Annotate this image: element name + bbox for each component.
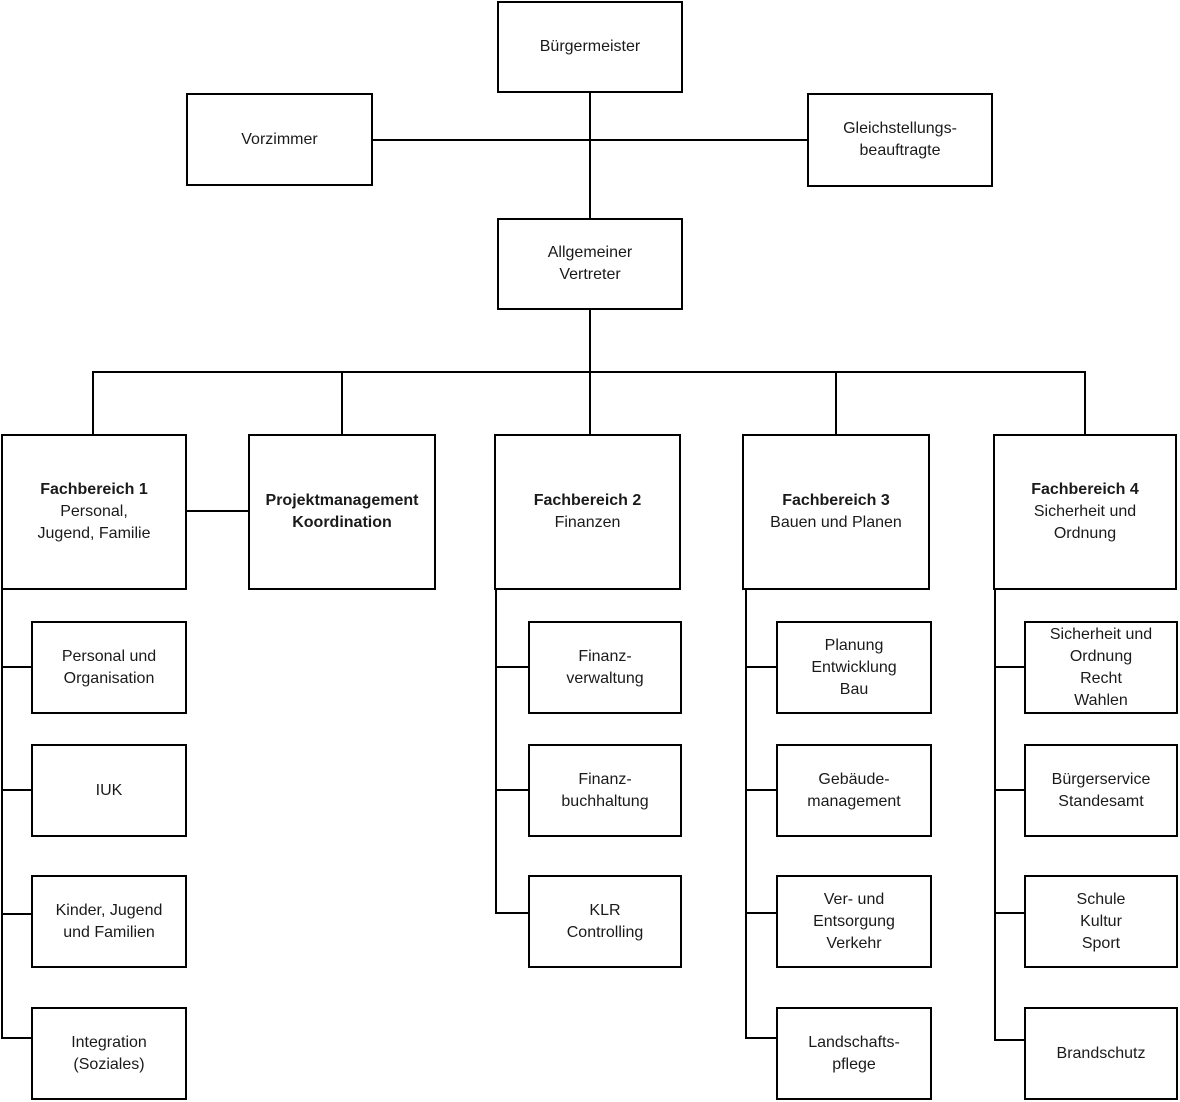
fachbereich-1-subtitle: Personal, Jugend, Familie xyxy=(37,503,151,542)
node-gleichstellungsbeauftragte: Gleichstellungs- beauftragte xyxy=(807,93,993,187)
node-gebaeudemanagement: Gebäude- management xyxy=(776,744,932,837)
node-buergermeister: Bürgermeister xyxy=(497,1,683,93)
node-brandschutz: Brandschutz xyxy=(1024,1007,1178,1100)
node-allgemeiner-vertreter: Allgemeiner Vertreter xyxy=(497,218,683,310)
node-integration-soziales: Integration (Soziales) xyxy=(31,1007,187,1100)
node-fachbereich-1: Fachbereich 1 Personal, Jugend, Familie xyxy=(1,434,187,590)
node-vorzimmer: Vorzimmer xyxy=(186,93,373,186)
node-klr-controlling: KLR Controlling xyxy=(528,875,682,968)
fachbereich-2-title: Fachbereich 2 xyxy=(533,492,642,509)
node-kinder-jugend-und-familien: Kinder, Jugend und Familien xyxy=(31,875,187,968)
node-fachbereich-3: Fachbereich 3 Bauen und Planen xyxy=(742,434,930,590)
node-fachbereich-4: Fachbereich 4 Sicherheit und Ordnung xyxy=(993,434,1177,590)
fachbereich-2-subtitle: Finanzen xyxy=(554,514,621,531)
node-fachbereich-2: Fachbereich 2 Finanzen xyxy=(494,434,681,590)
node-planung-entwicklung-bau: Planung Entwicklung Bau xyxy=(776,621,932,714)
node-ver-und-entsorgung-verkehr: Ver- und Entsorgung Verkehr xyxy=(776,875,932,968)
node-finanzbuchhaltung: Finanz- buchhaltung xyxy=(528,744,682,837)
node-schule-kultur-sport: Schule Kultur Sport xyxy=(1024,875,1178,968)
node-buergerservice-standesamt: Bürgerservice Standesamt xyxy=(1024,744,1178,837)
fachbereich-4-subtitle: Sicherheit und Ordnung xyxy=(1033,503,1137,542)
fachbereich-3-title: Fachbereich 3 xyxy=(782,492,890,509)
node-sicherheit-ordnung-recht-wahlen: Sicherheit und Ordnung Recht Wahlen xyxy=(1024,621,1178,714)
fachbereich-1-title: Fachbereich 1 xyxy=(40,481,148,498)
fachbereich-3-subtitle: Bauen und Planen xyxy=(770,514,902,531)
node-finanzverwaltung: Finanz- verwaltung xyxy=(528,621,682,714)
node-iuk: IUK xyxy=(31,744,187,837)
node-personal-und-organisation: Personal und Organisation xyxy=(31,621,187,714)
node-landschaftspflege: Landschafts- pflege xyxy=(776,1007,932,1100)
projektmanagement-title: Projektmanagement Koordination xyxy=(265,492,419,531)
fachbereich-4-title: Fachbereich 4 xyxy=(1031,481,1139,498)
node-projektmanagement-koordination: Projektmanagement Koordination xyxy=(248,434,436,590)
